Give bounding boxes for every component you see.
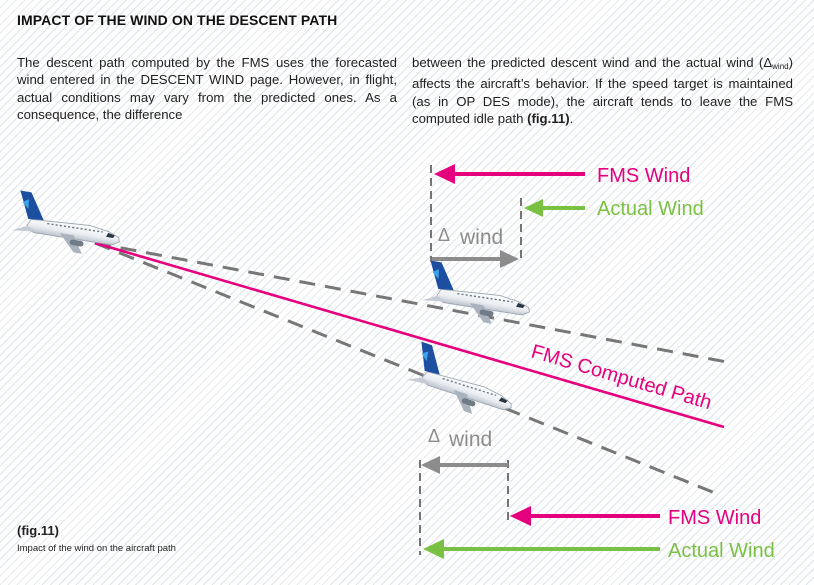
delta-wind-label-top: wind xyxy=(459,226,503,249)
arrowhead-icon xyxy=(500,250,519,268)
arrowhead-icon xyxy=(510,506,531,526)
aircraft-icon xyxy=(403,341,522,425)
arrowhead-icon xyxy=(434,164,455,184)
fms-wind-label-bottom: FMS Wind xyxy=(668,507,761,529)
aircraft-icon xyxy=(420,260,535,330)
fms-computed-path-line xyxy=(95,243,724,427)
fms-wind-label-top: FMS Wind xyxy=(597,165,690,187)
actual-wind-label-bottom: Actual Wind xyxy=(668,540,775,562)
delta-symbol-top: Δ xyxy=(438,225,450,245)
arrowhead-icon xyxy=(423,539,444,559)
arrowhead-icon xyxy=(524,199,543,217)
figure-caption: Impact of the wind on the aircraft path xyxy=(17,543,176,554)
figure-number: (fig.11) xyxy=(17,523,59,538)
dashed-path-upper xyxy=(95,243,727,362)
arrowhead-icon xyxy=(421,456,440,474)
actual-wind-label-top: Actual Wind xyxy=(597,198,704,220)
delta-wind-label-bottom: wind xyxy=(448,428,492,451)
delta-symbol-bottom: Δ xyxy=(428,426,440,446)
